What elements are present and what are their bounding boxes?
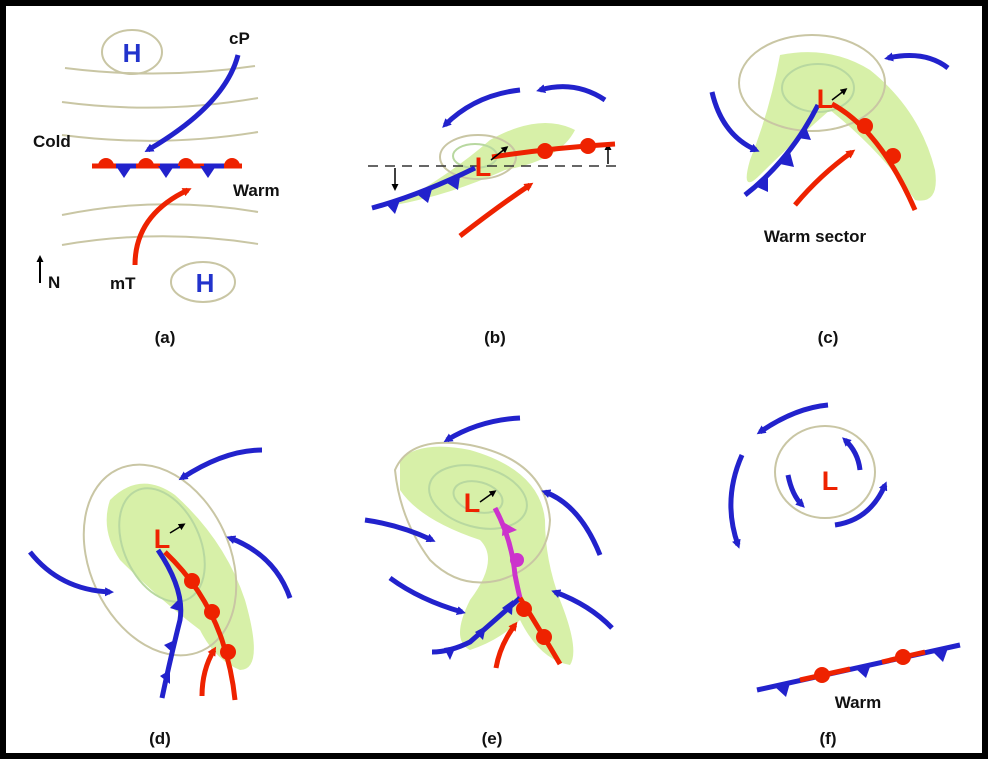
- panel-e: L (e): [364, 415, 614, 748]
- cold-label: Cold: [33, 132, 71, 151]
- storm-motion-arrow: [831, 88, 848, 101]
- storm-motion-arrow: [169, 523, 186, 534]
- wind-arrow: [226, 535, 293, 599]
- cyclone-lifecycle-diagram: H H cP Cold Warm mT N (a) L (: [28, 29, 961, 748]
- wind-arrow: [443, 415, 521, 443]
- low-pressure-symbol: L: [822, 466, 839, 496]
- wind-arrow: [551, 589, 614, 630]
- wind-arrow: [884, 52, 950, 71]
- low-pressure-symbol: L: [475, 152, 492, 182]
- wind-arrow: [756, 402, 829, 435]
- warm-air-arrow: [199, 646, 217, 697]
- isobar: [781, 63, 855, 113]
- wind-arrow: [709, 91, 760, 153]
- wind-arrow: [785, 474, 805, 508]
- cp-air-arrow: [144, 54, 241, 153]
- isobar: [118, 487, 206, 603]
- isobar: [738, 34, 886, 132]
- warm-air-arrow: [458, 182, 534, 238]
- panel-caption: (d): [149, 729, 171, 748]
- panel-b: L (b): [368, 84, 620, 347]
- cp-label: cP: [229, 29, 250, 48]
- storm-motion-arrow: [479, 490, 497, 503]
- low-pressure-symbol: L: [817, 84, 834, 114]
- wind-arrow: [728, 453, 745, 549]
- panel-caption: (e): [482, 729, 503, 748]
- panel-a: H H cP Cold Warm mT N (a): [33, 29, 280, 347]
- wind-arrow: [442, 87, 521, 128]
- cold-front: [743, 103, 821, 197]
- warm-air-arrow: [493, 621, 518, 669]
- wind-arrow: [541, 489, 603, 556]
- low-pressure-symbol: L: [154, 524, 171, 554]
- stationary-front-f: [756, 642, 961, 697]
- cold-front: [371, 165, 477, 211]
- high-pressure-symbol: H: [123, 38, 142, 68]
- warm-label: Warm: [835, 693, 882, 712]
- wind-arrow: [178, 447, 263, 481]
- wind-arrow: [834, 481, 888, 528]
- panel-caption: (a): [155, 328, 176, 347]
- panel-caption: (f): [820, 729, 837, 748]
- mt-label: mT: [110, 274, 136, 293]
- low-pressure-symbol: L: [464, 488, 481, 518]
- panel-c: L Warm sector (c): [709, 34, 950, 347]
- isobar: [439, 134, 517, 180]
- wind-arrow: [28, 550, 114, 597]
- warm-sector-label: Warm sector: [764, 227, 867, 246]
- wind-arrow: [842, 437, 863, 471]
- warm-front: [830, 101, 918, 212]
- precip-area: [106, 483, 254, 670]
- wind-arrow: [536, 84, 607, 103]
- panel-caption: (c): [818, 328, 839, 347]
- warm-front: [163, 550, 238, 701]
- warm-air-arrow: [793, 149, 856, 207]
- panel-caption: (b): [484, 328, 506, 347]
- isobar: [452, 480, 504, 514]
- isobar: [393, 441, 552, 584]
- warm-label: Warm: [233, 181, 280, 200]
- isobar: [774, 425, 876, 519]
- high-pressure-symbol: H: [196, 268, 215, 298]
- storm-motion-arrow: [490, 146, 509, 161]
- wind-arrow: [364, 517, 436, 543]
- north-label: N: [48, 273, 60, 292]
- isobar: [428, 464, 528, 530]
- diagram-canvas: H H cP Cold Warm mT N (a) L (: [6, 6, 982, 753]
- panel-d: L (d): [28, 447, 293, 748]
- wind-arrow: [388, 575, 466, 615]
- stationary-front-a: [92, 158, 242, 178]
- panel-f: L Warm (f): [728, 402, 961, 748]
- mt-air-arrow: [132, 187, 192, 266]
